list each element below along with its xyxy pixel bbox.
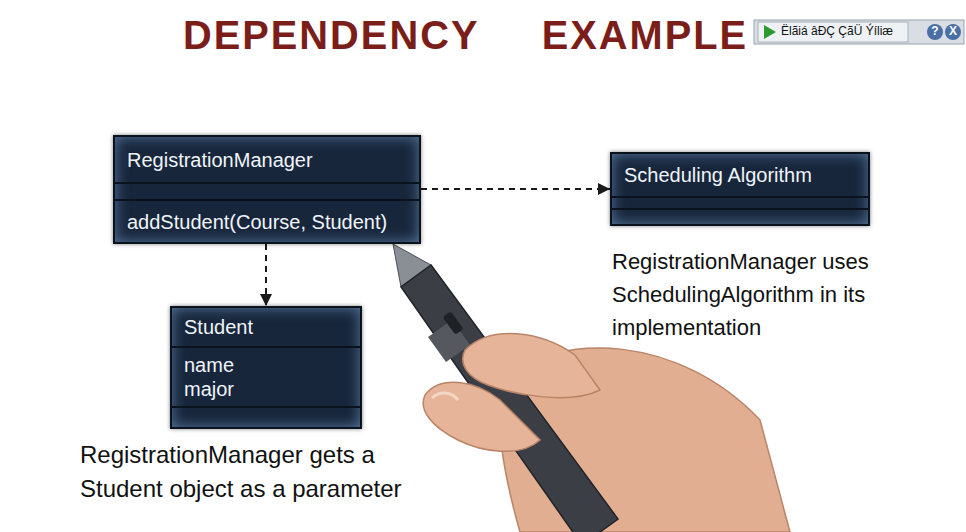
close-button	[945, 24, 961, 40]
class-compartment	[172, 406, 360, 427]
class-name: Student	[184, 315, 253, 339]
toolbar-bar	[754, 20, 964, 44]
class-box: RegistrationManager addStudent(Course, St…	[113, 135, 421, 244]
dependency-arrow	[421, 188, 610, 190]
thumb	[423, 382, 540, 451]
class-compartment	[612, 196, 868, 208]
dependency-arrow	[265, 244, 267, 306]
class-compartment: namemajor	[172, 346, 360, 406]
class-box: Student namemajor	[170, 306, 362, 429]
thumbnail	[432, 393, 458, 400]
video-toolbar	[754, 20, 964, 44]
play-button	[758, 22, 908, 42]
diagram-title: DEPENDENCY EXAMPLE	[183, 12, 748, 60]
class-compartment	[612, 208, 868, 224]
note-text: RegistrationManager gets a Student objec…	[80, 438, 460, 505]
close-icon-text: X	[945, 24, 961, 40]
class-compartment: Student	[172, 308, 360, 346]
pen-body	[401, 265, 618, 532]
pen-button	[442, 311, 463, 335]
help-icon-text: ?	[927, 24, 943, 40]
class-compartment: Scheduling Algorithm	[612, 154, 868, 196]
class-member: addStudent(Course, Student)	[127, 210, 387, 234]
class-box: Scheduling Algorithm	[610, 152, 870, 226]
class-member: name	[184, 353, 234, 377]
play-icon	[764, 25, 776, 39]
index-finger	[463, 334, 600, 398]
toolbar-text: Ëlãiá âÐÇ ÇãÜ Ýíliæ	[781, 24, 905, 40]
help-button	[927, 24, 943, 40]
class-name: RegistrationManager	[127, 148, 313, 172]
class-compartment: addStudent(Course, Student)	[115, 199, 419, 242]
class-compartment	[115, 182, 419, 199]
class-compartment: RegistrationManager	[115, 137, 419, 182]
class-member: major	[184, 377, 234, 401]
note-text: RegistrationManager uses SchedulingAlgor…	[612, 245, 912, 344]
class-name: Scheduling Algorithm	[624, 163, 812, 187]
